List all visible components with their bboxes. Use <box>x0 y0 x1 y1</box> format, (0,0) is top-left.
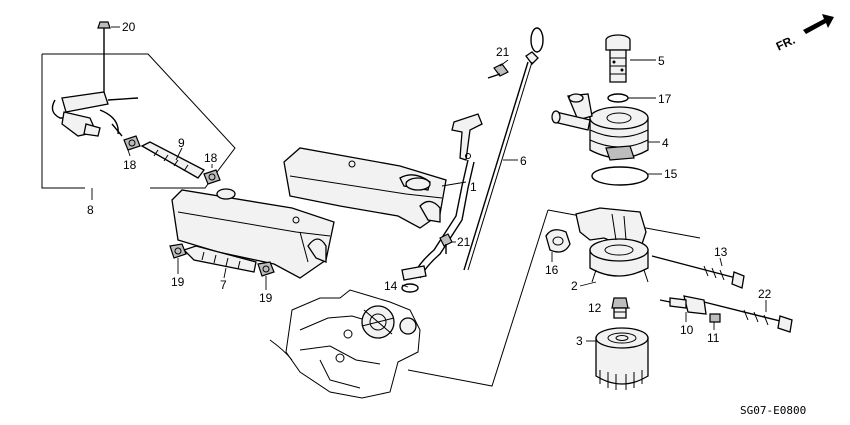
callout-10: 10 <box>680 323 694 337</box>
arrow-icon <box>803 14 834 34</box>
callout-17: 17 <box>658 92 672 106</box>
callout-3: 3 <box>576 334 583 348</box>
leader-lines <box>111 26 767 342</box>
callout-19-left: 19 <box>171 275 185 289</box>
callout-9: 9 <box>178 136 185 150</box>
breather-tube-assembly <box>51 40 139 137</box>
callout-21-upper: 21 <box>496 45 510 59</box>
gasket-15 <box>591 166 649 186</box>
callout-11: 11 <box>707 331 720 345</box>
bolt-20 <box>97 21 111 40</box>
dipstick-6 <box>463 27 544 271</box>
pressure-switch-12 <box>611 297 629 319</box>
breather-group-bracket <box>41 53 236 200</box>
engine-block-section <box>269 289 421 399</box>
callout-19-right: 19 <box>259 291 273 305</box>
clamp-19-right <box>257 261 275 277</box>
callout-18-left: 18 <box>123 158 137 172</box>
rear-head-cover <box>171 188 335 279</box>
oil-filter-3 <box>595 327 649 390</box>
callout-1: 1 <box>470 180 477 194</box>
bolt-22 <box>703 301 793 333</box>
center-bolt-5 <box>605 34 631 83</box>
callout-6: 6 <box>520 154 527 168</box>
callout-7: 7 <box>220 278 227 292</box>
oil-filter-base-2 <box>575 207 649 283</box>
callout-22: 22 <box>758 287 772 301</box>
front-direction-arrow: FR. <box>774 14 834 54</box>
callout-15: 15 <box>664 167 678 181</box>
hose-7 <box>182 245 257 273</box>
clamp-19-left <box>169 243 187 259</box>
clamp-18-left <box>123 135 141 151</box>
callout-4: 4 <box>662 136 669 150</box>
callout-18-right: 18 <box>204 151 218 165</box>
callout-2: 2 <box>571 279 578 293</box>
callout-16: 16 <box>545 263 559 277</box>
direction-label: FR. <box>774 33 797 54</box>
bolt-21-upper <box>487 63 509 79</box>
hose-9 <box>140 141 205 179</box>
callout-8: 8 <box>87 203 94 217</box>
callout-21-lower: 21 <box>457 235 471 249</box>
front-head-cover <box>283 147 447 229</box>
gasket-16 <box>545 229 571 253</box>
bolt-13 <box>651 255 745 289</box>
callouts: 20 8 9 18 18 19 7 19 1 14 21 6 21 5 17 4… <box>87 20 772 348</box>
callout-12: 12 <box>588 301 602 315</box>
clamp-18-right <box>203 169 221 185</box>
callout-13: 13 <box>714 245 728 259</box>
dipstick-tube-1 <box>401 113 483 281</box>
oil-cooler-4 <box>551 93 649 161</box>
sensor-10 <box>659 295 707 315</box>
callout-20: 20 <box>122 20 136 34</box>
callout-5: 5 <box>658 54 665 68</box>
o-ring-14 <box>401 283 419 293</box>
callout-14: 14 <box>384 279 398 293</box>
bolt-11 <box>709 313 721 323</box>
drawing-code: SG07-E0800 <box>740 404 806 417</box>
o-ring-17 <box>607 93 629 103</box>
